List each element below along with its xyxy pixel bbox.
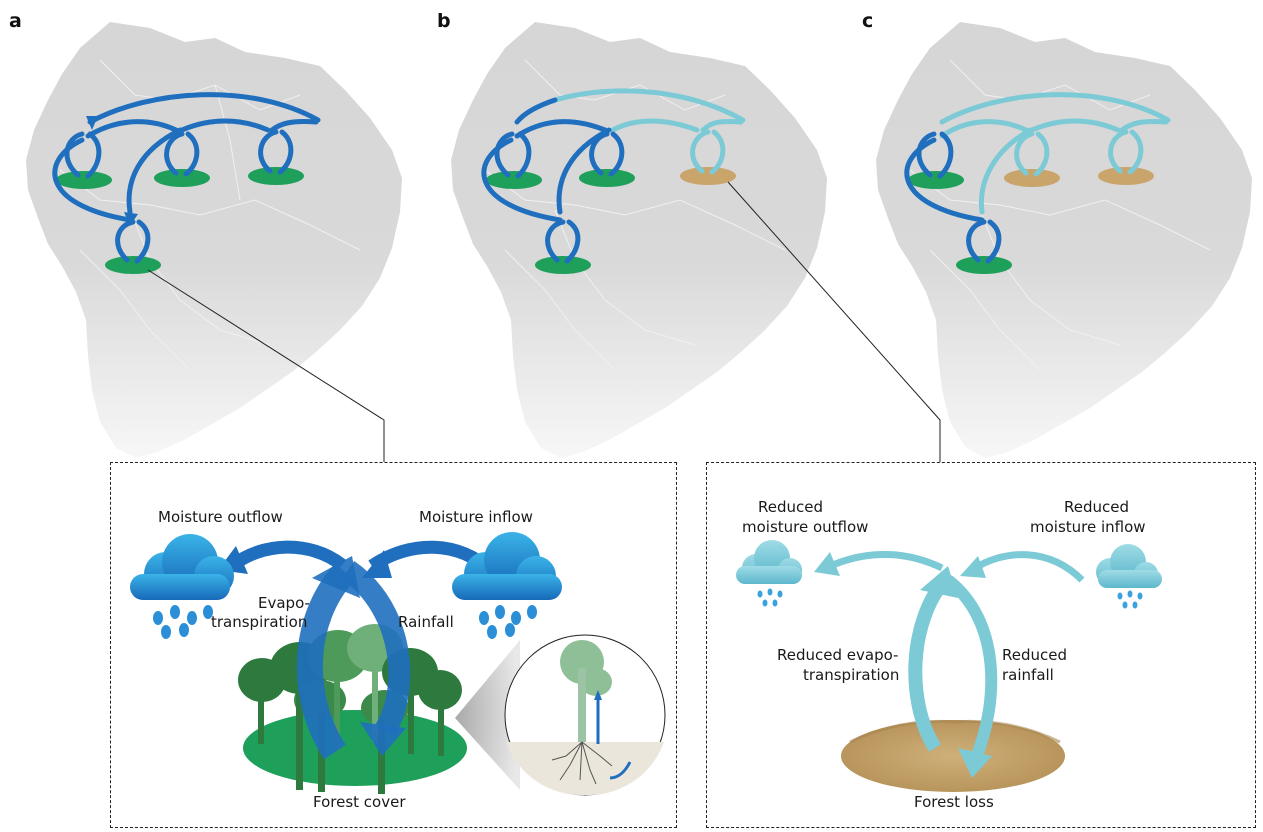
label-reduced-evapotranspiration-2: transpiration — [803, 666, 899, 684]
forest-patch-4 — [956, 256, 1012, 274]
connector-line-right — [727, 181, 941, 462]
forest-patch-3 — [248, 167, 304, 185]
label-reduced-rainfall-1: Reduced — [1002, 646, 1067, 664]
connector-line-left — [147, 269, 385, 462]
raindrops-reduced-outflow — [757, 588, 783, 607]
map-panel-a — [26, 22, 402, 458]
south-america-map — [876, 22, 1252, 458]
rainfall-arrow — [341, 561, 411, 736]
reduced-evapotranspiration-arrow — [908, 575, 951, 752]
label-reduced-evapotranspiration-1: Reduced evapo- — [777, 646, 898, 664]
forest-patch-1 — [486, 171, 542, 189]
forest-patch-4 — [105, 256, 161, 274]
label-forest-cover: Forest cover — [313, 793, 406, 811]
reduced-rainfall-arrow — [944, 575, 998, 763]
label-evapotranspiration-2: transpiration — [211, 613, 307, 631]
flow-arrow-1 — [87, 92, 321, 125]
map-panel-c — [876, 22, 1252, 458]
raindrops-inflow — [479, 605, 537, 639]
flow-arrow-2 — [269, 119, 319, 133]
deforested-patch-3 — [1098, 167, 1154, 185]
label-evapotranspiration-1: Evapo- — [258, 594, 310, 612]
raindrops-outflow — [153, 605, 213, 639]
tree-root-detail — [504, 634, 666, 796]
deforested-patch-3 — [680, 167, 736, 185]
forest-inset: Moisture outflow Moisture inflow Evapo- … — [130, 508, 666, 811]
cloud-outflow — [130, 534, 234, 600]
label-rainfall: Rainfall — [398, 613, 454, 631]
reduced-outflow-arrow — [824, 551, 944, 572]
raindrops-reduced-inflow — [1117, 590, 1143, 609]
flow-arrow-5 — [126, 127, 183, 215]
south-america-map — [26, 22, 402, 458]
south-america-map — [451, 22, 827, 458]
label-reduced-inflow-2: moisture inflow — [1030, 518, 1146, 536]
forest-patch-1 — [908, 171, 964, 189]
forest-patch-2 — [579, 169, 635, 187]
forest-patch-2 — [154, 169, 210, 187]
panel-label-c: c — [862, 10, 874, 32]
label-moisture-inflow: Moisture inflow — [419, 508, 533, 526]
forest-patch-4 — [535, 256, 591, 274]
forest-loss-ground — [841, 720, 1065, 792]
label-reduced-inflow-1: Reduced — [1064, 498, 1129, 516]
cloud-inflow — [452, 532, 562, 600]
forest-cover-inset-box — [110, 462, 677, 828]
evapotranspiration-arrow — [296, 563, 355, 760]
reduced-inflow-arrow — [970, 551, 1085, 583]
map-panel-b — [451, 22, 827, 458]
label-moisture-outflow: Moisture outflow — [158, 508, 283, 526]
forest-loss-inset: Reduced moisture outflow Reduced moistur… — [736, 498, 1162, 811]
panel-label-b: b — [437, 10, 451, 32]
cloud-reduced-outflow — [736, 540, 802, 584]
cloud-reduced-inflow — [1096, 544, 1162, 588]
label-reduced-outflow-2: moisture outflow — [742, 518, 868, 536]
label-forest-loss: Forest loss — [914, 793, 994, 811]
forest-loss-inset-box — [706, 462, 1256, 828]
deforested-patch-2 — [1004, 169, 1060, 187]
flow-arrow-4 — [85, 119, 179, 139]
label-reduced-rainfall-2: rainfall — [1002, 666, 1054, 684]
panel-label-a: a — [9, 10, 22, 32]
label-reduced-outflow-1: Reduced — [758, 498, 823, 516]
moisture-outflow-arrow — [227, 540, 346, 572]
forest-patch-1 — [56, 171, 112, 189]
flow-arrow-3 — [179, 118, 271, 133]
